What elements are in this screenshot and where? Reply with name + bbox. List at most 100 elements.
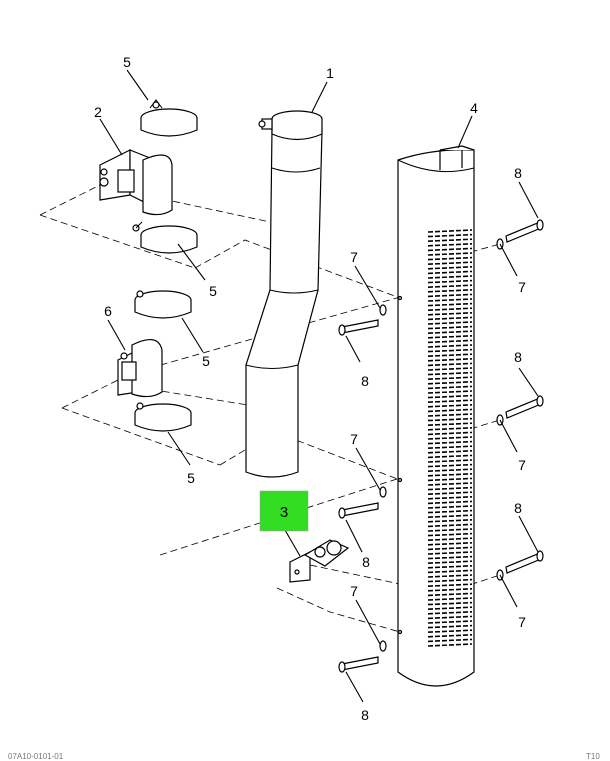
callout-3[interactable]: 3	[280, 504, 288, 521]
perforation-slot	[427, 330, 473, 334]
perforation-slot	[427, 638, 473, 643]
perforation-slot	[427, 358, 473, 362]
footer-left-code: 07A10-0101-01	[8, 752, 64, 761]
perforation-slot	[427, 496, 473, 500]
callout-5: 5	[209, 283, 217, 299]
perforation-slot	[427, 390, 473, 394]
perforation-slot	[427, 519, 473, 523]
perforation-slot	[427, 238, 473, 242]
lower-clamp-top	[134, 290, 192, 319]
callout-7: 7	[350, 249, 358, 265]
perforation-slot	[427, 247, 473, 252]
perforation-slot	[427, 394, 473, 399]
perforation-slot	[427, 427, 473, 431]
perforation-slot	[427, 560, 473, 564]
callouts: 1 2 5 4 5 5 5 6 7 8 7 8 7 8 8 7 8 7 8 7	[94, 54, 526, 723]
perforation-slot	[427, 284, 473, 288]
perforation-slot	[427, 523, 473, 528]
perforation-slot	[427, 436, 473, 440]
footer-right-code: T10	[586, 752, 600, 761]
perforation-slot	[427, 528, 473, 532]
perforation-slot	[427, 486, 473, 491]
perforation-slot	[427, 615, 473, 620]
perforation-slot	[427, 348, 473, 353]
perforation-slot	[427, 634, 473, 638]
upper-clamp-bottom	[132, 221, 198, 254]
heat-shield	[397, 145, 475, 687]
perforation-slot	[427, 450, 473, 454]
leader-lines	[99, 69, 539, 703]
exhaust-pipe	[245, 129, 323, 478]
callout-7: 7	[518, 457, 526, 473]
perforation-slot	[427, 417, 473, 422]
perforation-slot	[427, 399, 473, 403]
perforation-slot	[427, 316, 473, 321]
lower-bracket	[117, 339, 163, 398]
perforation-slot	[427, 601, 473, 606]
perforation-slot	[427, 321, 473, 325]
perforation-slot	[427, 413, 473, 417]
perforation-slot	[427, 509, 473, 514]
callout-4: 4	[470, 100, 478, 116]
callout-8: 8	[514, 165, 522, 181]
perforation-slot	[427, 606, 473, 610]
perforation-slot	[427, 307, 473, 311]
callout-5: 5	[123, 54, 131, 70]
perforation-slot	[427, 440, 473, 445]
perforation-slot	[427, 578, 473, 583]
highlight-box[interactable]	[259, 490, 309, 532]
perforation-slot	[427, 431, 473, 436]
perforation-slot	[427, 505, 473, 509]
perforation-slot	[427, 583, 473, 587]
perforation-slot	[427, 643, 473, 647]
callout-2: 2	[94, 104, 102, 120]
perforation-slot	[427, 546, 473, 551]
perforation-slot	[427, 629, 473, 633]
perforation-slot	[427, 620, 473, 624]
perforation-slot	[427, 381, 473, 385]
perforation-slot	[427, 574, 473, 578]
perforation-slot	[427, 551, 473, 555]
perforation-slot	[427, 514, 473, 518]
perforation-slot	[427, 404, 473, 408]
perforation-slot	[427, 611, 473, 615]
small-bracket-assembly	[289, 539, 350, 583]
perforation-slot	[427, 569, 473, 574]
perforation-slot	[427, 588, 473, 592]
perforation-slot	[427, 289, 473, 293]
perforation-slot	[427, 376, 473, 380]
perforation-slot	[427, 266, 473, 270]
callout-8: 8	[514, 500, 522, 516]
perforation-slot	[427, 624, 473, 629]
perforation-slot	[427, 293, 473, 298]
perforation-slot	[427, 542, 473, 546]
perforation-slot	[427, 339, 473, 344]
perforation-slot	[427, 445, 473, 449]
perforation-slot	[427, 500, 473, 505]
callout-8: 8	[361, 373, 369, 389]
perforation-slot	[427, 256, 473, 261]
callout-7: 7	[350, 431, 358, 447]
callout-6: 6	[104, 303, 112, 319]
callout-8: 8	[514, 349, 522, 365]
perforation-slot	[427, 482, 473, 486]
callout-7: 7	[350, 583, 358, 599]
perforation-slot	[427, 408, 473, 413]
perforation-slot	[427, 385, 473, 390]
perforation-slot	[427, 422, 473, 426]
pipe-clamp	[258, 110, 323, 141]
perforation-slot	[427, 532, 473, 537]
perforation-slot	[427, 463, 473, 468]
perforation-slot	[427, 302, 473, 307]
callout-8: 8	[361, 707, 369, 723]
perforation-slot	[427, 233, 473, 238]
left-fasteners	[338, 295, 403, 673]
perforation-slot	[427, 252, 473, 256]
perforation-slot	[427, 468, 473, 472]
lower-clamp-bottom	[134, 402, 192, 432]
callout-5: 5	[187, 470, 195, 486]
perforation-slot	[427, 335, 473, 339]
perforation-slot	[427, 371, 473, 376]
perforation-slot	[427, 592, 473, 597]
